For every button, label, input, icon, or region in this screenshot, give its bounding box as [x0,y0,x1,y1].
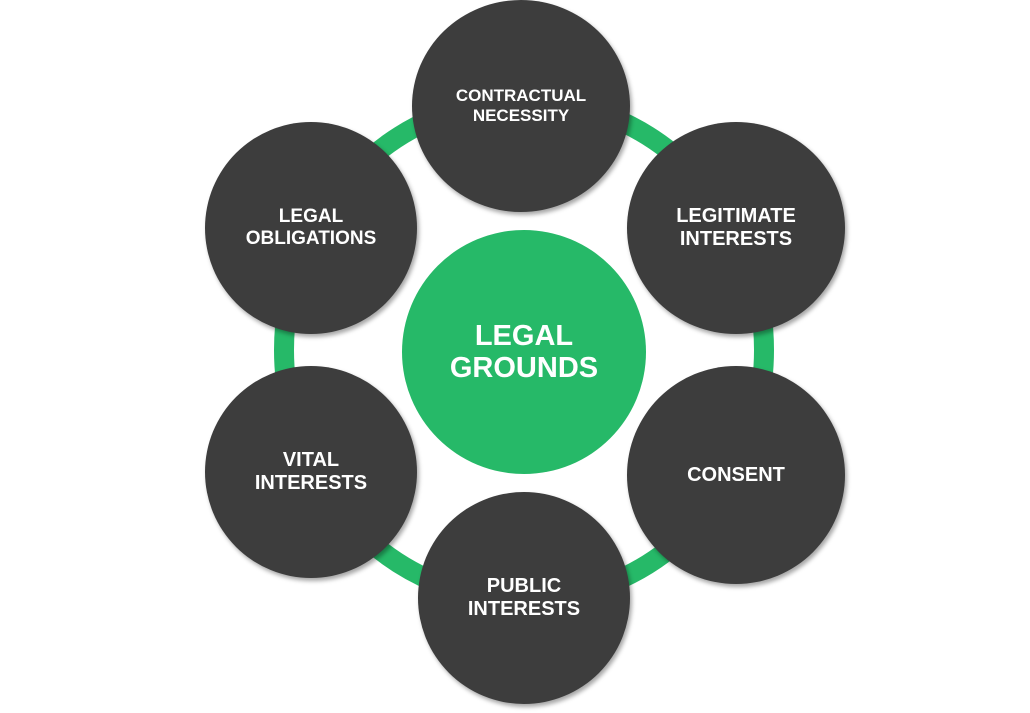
node-label-line1: CONTRACTUAL [455,86,587,106]
node-vital-interests: VITAL INTERESTS [205,366,417,578]
center-label-line2: GROUNDS [449,352,599,384]
node-label: LEGITIMATE INTERESTS [676,205,796,251]
node-label-line2: INTERESTS [467,598,581,620]
node-label: CONTRACTUAL NECESSITY [456,86,586,125]
node-label-line2: INTERESTS [679,228,793,250]
node-label-line2: NECESSITY [472,106,570,125]
node-label-line1: LEGITIMATE [676,205,796,227]
center-circle-legal-grounds: LEGAL GROUNDS [402,230,646,474]
node-label-line2: INTERESTS [254,472,368,494]
node-label: CONSENT [687,464,785,487]
node-label-line2: OBLIGATIONS [245,228,377,249]
node-label: PUBLIC INTERESTS [468,575,580,621]
node-label-line1: LEGAL [278,206,344,228]
node-consent: CONSENT [627,366,845,584]
center-label: LEGAL GROUNDS [450,320,598,385]
node-contractual-necessity: CONTRACTUAL NECESSITY [412,0,630,212]
node-label-line1: PUBLIC [486,575,562,597]
center-label-line1: LEGAL [474,319,574,352]
node-label-line1: CONSENT [687,463,785,486]
node-public-interests: PUBLIC INTERESTS [418,492,630,704]
node-label: LEGAL OBLIGATIONS [246,206,377,250]
node-legal-obligations: LEGAL OBLIGATIONS [205,122,417,334]
node-label-line1: VITAL [282,449,340,471]
node-label: VITAL INTERESTS [255,449,367,495]
node-legitimate-interests: LEGITIMATE INTERESTS [627,122,845,334]
